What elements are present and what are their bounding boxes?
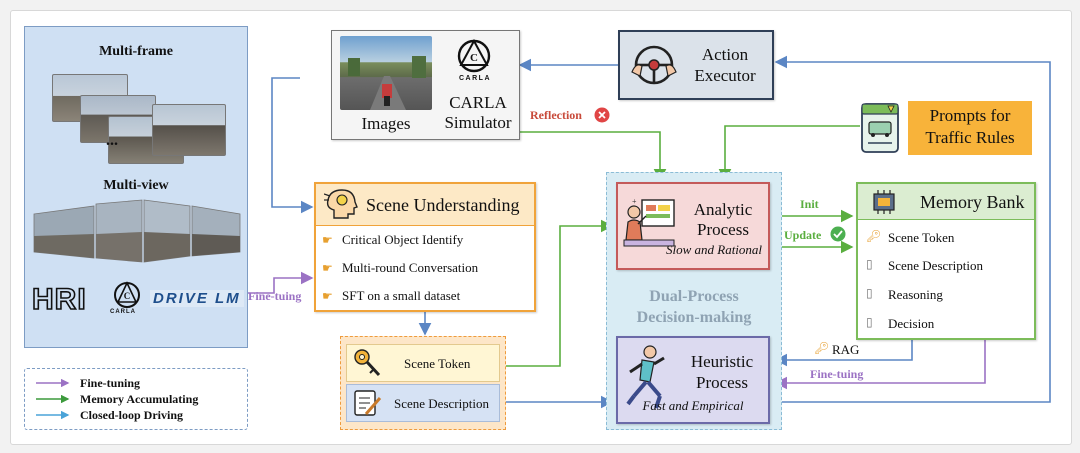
traffic-sign-icon: [861, 103, 899, 153]
legend-fine-tuning: Fine-tuning: [80, 376, 141, 390]
simulator-image-detail: [348, 56, 426, 110]
memory-chip-icon: [873, 190, 895, 214]
key-icon: 🔑︎: [866, 229, 882, 243]
scene-item-1: Critical Object Identify: [342, 232, 464, 247]
carla-title-line2: Simulator: [444, 113, 512, 132]
analysis-presentation-icon: +: [623, 197, 675, 247]
notepad-pen-icon: [354, 390, 382, 416]
scene-understanding-title: Scene Understanding: [366, 195, 520, 215]
multi-view-images: [33, 199, 241, 263]
arrow-data-to-scene: [248, 271, 314, 294]
memory-item-4: Decision: [888, 316, 935, 331]
scene-token-row: [346, 344, 500, 382]
arrow-token-to-analytic: [503, 219, 614, 367]
carla-simulator-logo: C: [457, 38, 491, 73]
action-executor-line1: Action: [701, 45, 749, 64]
multi-frame-label: Multi-frame: [99, 44, 173, 59]
heuristic-line2: Process: [696, 373, 748, 392]
key-icon: [354, 349, 381, 377]
drivelm-logo: DRIVE LM: [150, 290, 244, 307]
document-icon: ▯: [866, 286, 873, 300]
fine-tuing-left-label: Fine-tuing: [248, 289, 302, 303]
memory-item-1: Scene Token: [888, 230, 955, 245]
memory-item-3: Reasoning: [888, 287, 943, 302]
legend-memory-accumulating: Memory Accumulating: [80, 392, 199, 406]
arrow-rag: [774, 340, 913, 367]
document-icon: ▯: [866, 315, 873, 329]
svg-text:+: +: [632, 197, 637, 206]
legend: [24, 368, 248, 430]
steering-wheel-icon: [631, 45, 677, 85]
heuristic-subtitle: Fast and Empirical: [642, 398, 744, 413]
scene-item-3: SFT on a small dataset: [342, 288, 461, 303]
fine-tuing-right-label: Fine-tuing: [810, 367, 864, 381]
prompts-line2: Traffic Rules: [925, 128, 1015, 147]
arrow-reflection: [520, 131, 667, 182]
head-brain-icon: [324, 189, 358, 219]
rag-label: RAG: [832, 342, 860, 357]
arrow-fine-tuing-right: [774, 340, 986, 390]
running-person-icon: [626, 345, 665, 409]
dual-process-label-line2: Decision-making: [636, 309, 752, 326]
legend-closed-loop: Closed-loop Driving: [80, 408, 184, 422]
close-icon: [594, 107, 610, 123]
memory-bank-title: Memory Bank: [920, 192, 1025, 212]
svg-text:C: C: [124, 291, 131, 301]
document-icon: ▯: [866, 257, 873, 271]
images-label: Images: [361, 114, 411, 133]
pointing-hand-icon: ☛: [322, 289, 333, 303]
prompts-line1: Prompts for: [929, 106, 1011, 125]
pointing-hand-icon: ☛: [322, 233, 333, 247]
svg-text:C: C: [470, 52, 478, 64]
hri-logo: HRI: [31, 282, 87, 317]
carla-title-line1: CARLA: [449, 93, 507, 112]
checkmark-icon: [830, 226, 846, 242]
legend-arrows: [36, 378, 70, 420]
update-label: Update: [784, 228, 822, 242]
frame-image-4: [152, 104, 226, 156]
prompts-box: [908, 101, 1032, 155]
token-label: Scene Token: [404, 356, 471, 371]
carla-logo-icon: C: [114, 281, 140, 308]
description-label: Scene Description: [394, 396, 489, 411]
arrow-images-to-scene: [271, 77, 314, 214]
heuristic-line1: Heuristic: [690, 352, 754, 371]
analytic-subtitle: Slow and Rational: [665, 242, 763, 257]
scene-item-2: Multi-round Conversation: [342, 260, 479, 275]
frames-ellipsis: ...: [106, 132, 118, 149]
pointing-hand-icon: ☛: [322, 261, 333, 275]
analytic-line2: Process: [697, 220, 749, 239]
action-executor-line2: Executor: [694, 66, 756, 85]
reflection-label: Reflection: [530, 108, 582, 122]
analytic-line1: Analytic: [693, 200, 753, 219]
carla-simulator-logo-text: CARLA: [459, 75, 491, 82]
multi-view-label: Multi-view: [103, 178, 169, 193]
memory-item-2: Scene Description: [888, 258, 983, 273]
carla-logo-text: CARLA: [110, 309, 136, 315]
dual-process-label-line1: Dual-Process: [649, 288, 739, 305]
key-icon: 🔑︎: [814, 341, 830, 355]
arrow-heuristic-to-action: [772, 55, 1051, 403]
arrow-prompts-to-analytic: [718, 125, 860, 182]
init-label: Init: [800, 197, 819, 211]
